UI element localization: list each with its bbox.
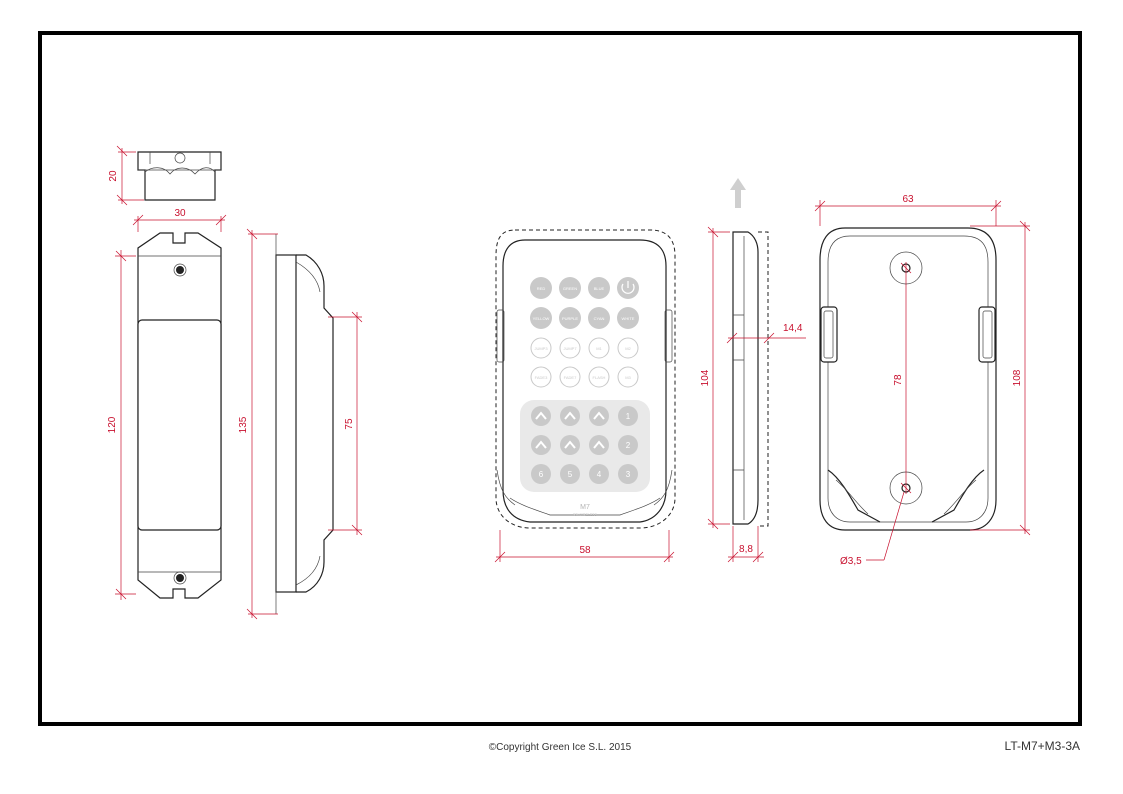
zone-key-2: 2 xyxy=(626,441,631,450)
key-fade7: FADE7 xyxy=(564,375,577,380)
key-m1: M1 xyxy=(596,346,602,351)
receiver-height-top-label: 20 xyxy=(108,170,119,182)
receiver-top-view xyxy=(137,151,222,201)
key-flash: FLASH xyxy=(593,375,606,380)
dimension-receiver-length: 120 xyxy=(107,250,136,600)
remote-height-label: 104 xyxy=(700,369,711,386)
key-m2: M2 xyxy=(625,346,631,351)
dimension-holder-height: 108 xyxy=(970,220,1031,536)
remote-side-view xyxy=(730,178,769,527)
dimension-receiver-overall-length: 135 xyxy=(238,228,278,620)
dimension-remote-height: 104 xyxy=(700,226,730,530)
receiver-front-view xyxy=(137,232,222,599)
holder-width-label: 63 xyxy=(902,194,914,205)
key-m3: M3 xyxy=(625,375,631,380)
key-green: GREEN xyxy=(563,286,577,291)
key-cyan: CYAN xyxy=(594,316,605,321)
dimension-holder-width: 63 xyxy=(814,194,1002,226)
dimension-remote-thickness: 8,8 xyxy=(727,526,764,563)
key-red: RED xyxy=(537,286,546,291)
zone-key-4: 4 xyxy=(597,470,602,479)
copyright-text: ©Copyright Green Ice S.L. 2015 xyxy=(488,742,632,753)
holder-front-view xyxy=(819,227,997,531)
holder-height-label: 108 xyxy=(1012,369,1023,386)
key-fade3: FADE3 xyxy=(535,375,548,380)
receiver-overall-length-label: 135 xyxy=(238,416,249,433)
dimension-holder-hole-diameter: Ø3,5 xyxy=(840,491,905,567)
remote-clip-depth-label: 14,4 xyxy=(783,323,803,334)
drawing-frame xyxy=(38,31,1082,726)
zone-key-6: 6 xyxy=(539,470,544,479)
remote-width-label: 58 xyxy=(579,545,591,556)
key-jump3: JUMP3 xyxy=(534,346,548,351)
key-jump7: JUMP7 xyxy=(563,346,577,351)
holder-hole-diameter-label: Ø3,5 xyxy=(840,556,862,567)
zone-key-1: 1 xyxy=(626,412,631,421)
power-icon xyxy=(621,281,635,294)
dimension-remote-clip-depth: 14,4 xyxy=(726,323,806,344)
dimension-remote-width: 58 xyxy=(494,530,675,563)
zone-key-3: 3 xyxy=(626,470,631,479)
remote-brand-sub: RF WIRELESS xyxy=(573,513,597,517)
receiver-side-length-label: 75 xyxy=(344,418,355,430)
holder-hole-spacing-label: 78 xyxy=(893,374,904,386)
zone-key-5: 5 xyxy=(568,470,573,479)
dimension-receiver-height-top: 20 xyxy=(108,145,144,206)
up-arrow-icon xyxy=(730,178,746,208)
key-blue: BLUE xyxy=(594,286,605,291)
remote-thickness-label: 8,8 xyxy=(739,544,753,555)
dimension-receiver-side-length: 75 xyxy=(328,311,363,536)
remote-front-view: RED GREEN BLUE YELLOW PURPLE CYAN WHITE … xyxy=(495,229,676,529)
receiver-width-label: 30 xyxy=(174,208,186,219)
drawing-code: LT-M7+M3-3A xyxy=(1004,739,1080,753)
receiver-side-view xyxy=(275,234,334,614)
remote-brand: M7 xyxy=(580,504,590,511)
dimension-holder-hole-spacing: 78 xyxy=(893,262,912,494)
key-yellow: YELLOW xyxy=(533,316,550,321)
key-purple: PURPLE xyxy=(562,316,578,321)
dimension-receiver-width: 30 xyxy=(132,208,227,232)
receiver-length-label: 120 xyxy=(107,416,118,433)
key-white: WHITE xyxy=(622,316,635,321)
